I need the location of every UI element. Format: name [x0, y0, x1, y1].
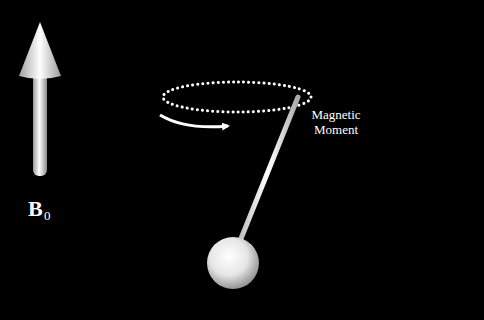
moment-label: Magnetic Moment [300, 108, 372, 138]
nucleus-sphere [207, 237, 259, 289]
field-arrow [19, 22, 61, 176]
precession-path [163, 82, 311, 112]
moment-stick [238, 97, 298, 246]
field-symbol: B [28, 196, 43, 221]
field-subscript: 0 [44, 209, 51, 224]
arrow-head [19, 22, 61, 79]
rotation-arrow [160, 115, 228, 127]
arrow-shaft [33, 72, 47, 176]
